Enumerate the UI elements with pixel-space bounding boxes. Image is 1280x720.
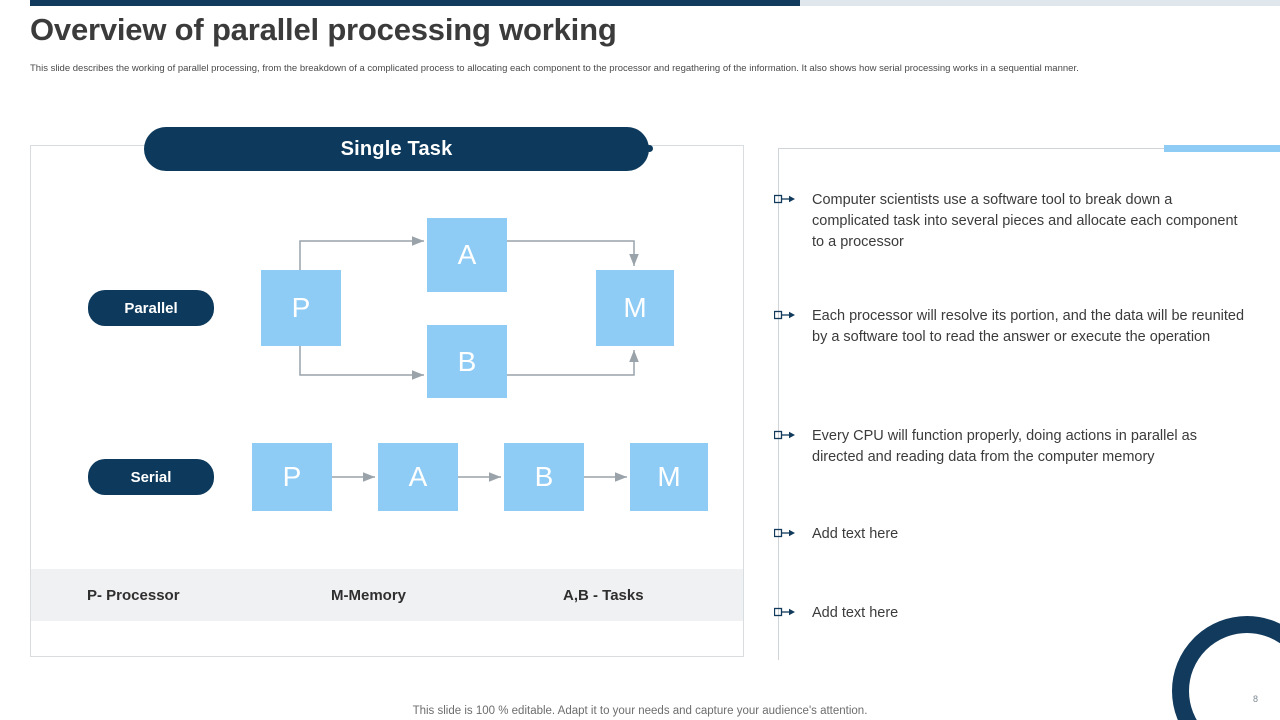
top-accent-bar-light <box>800 0 1280 6</box>
node-parallel-memory: M <box>596 270 674 346</box>
right-panel-left-rule <box>778 148 779 660</box>
bullet-arrow-icon <box>774 528 795 538</box>
single-task-header: Single Task <box>144 127 649 171</box>
node-serial-task-a: A <box>378 443 458 511</box>
node-serial-memory: M <box>630 443 708 511</box>
bullet-text-5[interactable]: Add text here <box>812 605 899 621</box>
bullet-item-5[interactable]: Add text here <box>774 603 1244 624</box>
pill-connector-dot-right <box>646 145 653 152</box>
legend-item-tasks: A,B - Tasks <box>563 586 644 604</box>
bullet-arrow-icon <box>774 607 795 617</box>
bullet-text-3: Every CPU will function properly, doing … <box>812 428 1197 465</box>
top-accent-bar-dark <box>30 0 800 6</box>
bullet-text-1: Computer scientists use a software tool … <box>812 192 1238 250</box>
row-label-serial: Serial <box>88 459 214 495</box>
right-panel-top-rule <box>778 148 1268 149</box>
legend-item-memory: M-Memory <box>331 586 407 604</box>
node-parallel-processor: P <box>261 270 341 346</box>
bullet-arrow-icon <box>774 310 795 320</box>
bullet-text-4[interactable]: Add text here <box>812 526 899 542</box>
bullet-item-3: Every CPU will function properly, doing … <box>774 426 1244 468</box>
node-parallel-task-b: B <box>427 325 507 398</box>
node-serial-task-b: B <box>504 443 584 511</box>
right-panel-accent <box>1164 145 1280 152</box>
bullet-arrow-icon <box>774 194 795 204</box>
row-label-parallel: Parallel <box>88 290 214 326</box>
page-subtitle: This slide describes the working of para… <box>30 63 1079 74</box>
footer-note: This slide is 100 % editable. Adapt it t… <box>412 705 868 717</box>
bullet-item-4[interactable]: Add text here <box>774 524 1244 545</box>
bullet-text-2: Each processor will resolve its portion,… <box>812 308 1245 345</box>
bullet-arrow-icon <box>774 430 795 440</box>
node-serial-processor: P <box>252 443 332 511</box>
page-number: 8 <box>1253 694 1259 704</box>
bullet-item-2: Each processor will resolve its portion,… <box>774 306 1244 348</box>
node-parallel-task-a: A <box>427 218 507 292</box>
bullet-item-1: Computer scientists use a software tool … <box>774 190 1244 253</box>
legend-bar: P- Processor M-Memory A,B - Tasks <box>31 569 743 621</box>
page-title: Overview of parallel processing working <box>30 12 617 47</box>
legend-item-processor: P- Processor <box>87 586 180 604</box>
